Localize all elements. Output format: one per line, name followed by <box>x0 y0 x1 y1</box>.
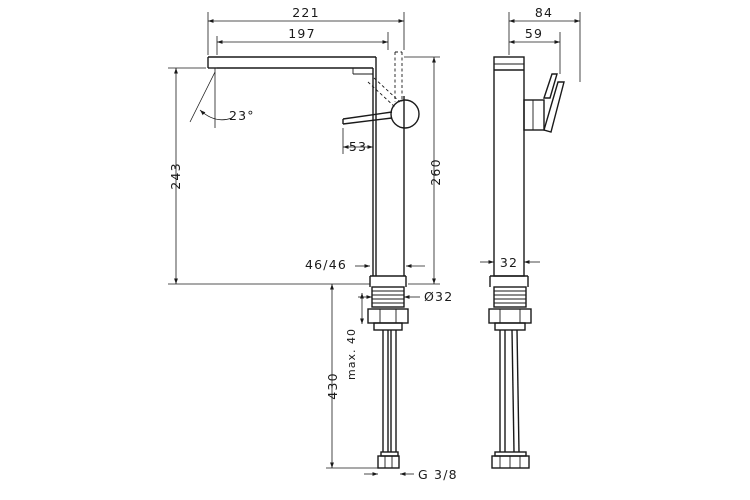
faucet-body <box>369 57 407 287</box>
dim-max-40: max. 40 <box>345 328 358 380</box>
dim-angle-23: 23° <box>229 108 255 123</box>
dim-side-32: 32 <box>500 255 518 270</box>
dim-59: 59 <box>525 26 543 41</box>
dim-430: 430 <box>325 372 340 399</box>
front-dimensions: 221 197 23° 53 243 260 46/46 Ø32 <box>168 5 458 482</box>
lever-handle <box>342 99 420 129</box>
dim-g-3-8: G 3/8 <box>418 467 458 482</box>
dim-197: 197 <box>288 26 315 41</box>
side-dimensions: 84 59 32 <box>480 5 581 270</box>
dim-46-46: 46/46 <box>305 257 347 272</box>
dim-84: 84 <box>535 5 553 20</box>
spout <box>207 56 376 75</box>
side-lever <box>523 73 565 133</box>
front-view <box>207 51 420 469</box>
dim-243: 243 <box>168 162 183 189</box>
supply-hoses <box>377 330 400 469</box>
side-view <box>488 56 565 469</box>
side-body <box>489 56 529 287</box>
threaded-shank <box>367 286 409 331</box>
dim-53: 53 <box>349 139 367 154</box>
dim-221: 221 <box>292 5 319 20</box>
dim-260: 260 <box>428 158 443 185</box>
side-shank <box>488 286 532 331</box>
lever-swing-dashed <box>367 51 403 109</box>
dim-dia-32: Ø32 <box>424 289 453 304</box>
side-hoses <box>491 329 530 469</box>
